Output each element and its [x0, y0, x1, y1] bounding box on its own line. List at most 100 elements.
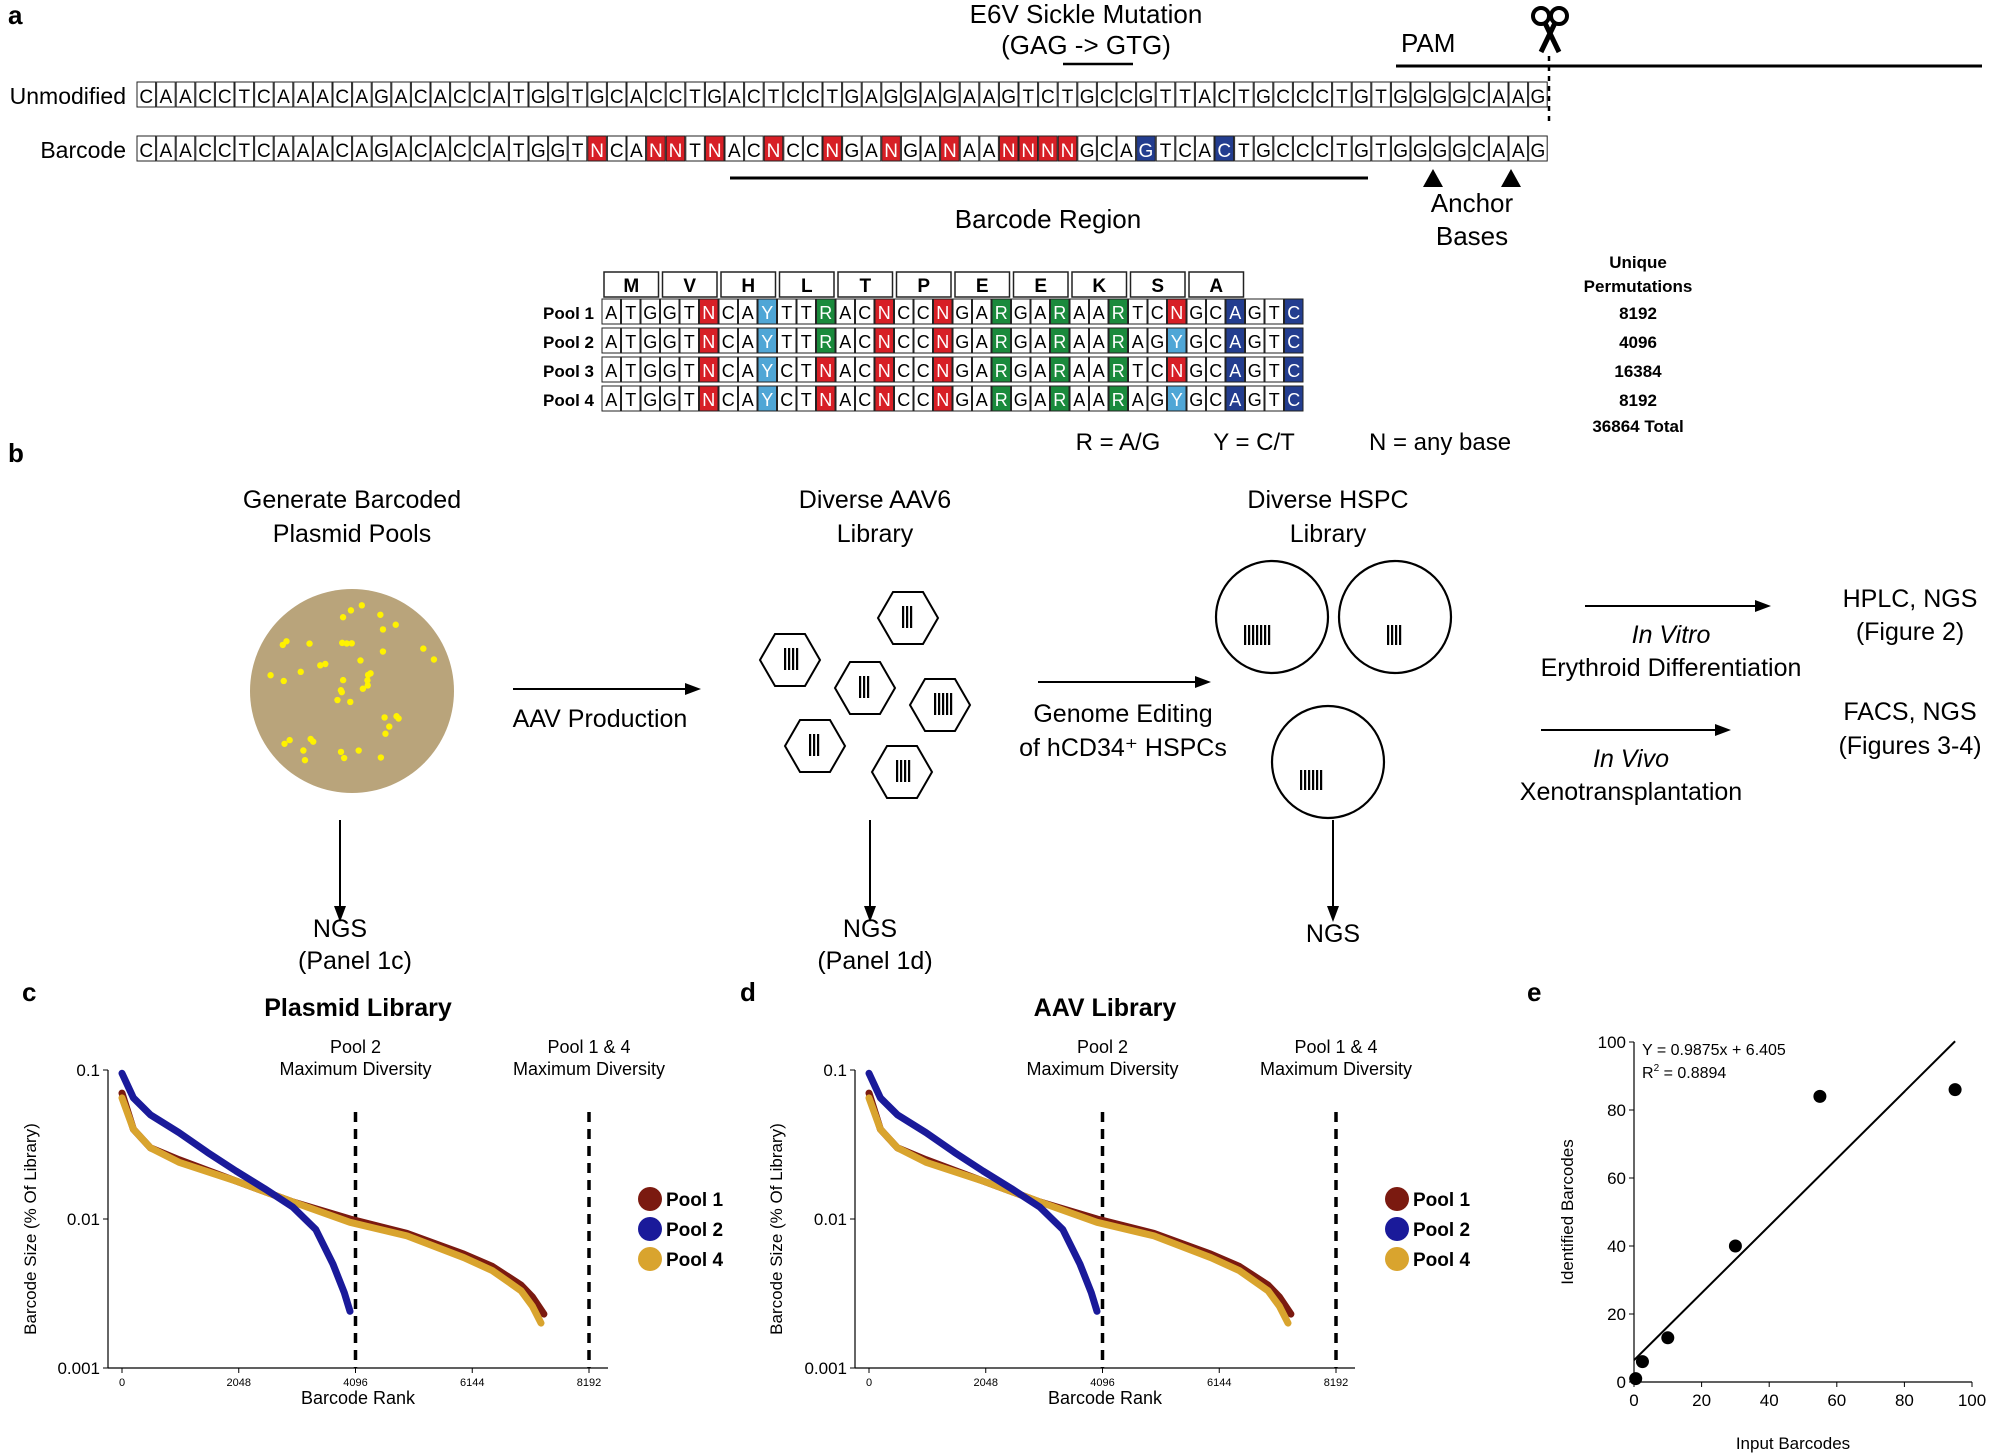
barcode-base: C	[1296, 141, 1310, 162]
step2-title-line1: Diverse AAV6	[799, 486, 951, 514]
unmodified-base: G	[1393, 87, 1408, 108]
amino-acid-box	[954, 271, 1011, 298]
pool-cell	[1284, 356, 1304, 383]
barcode-cell	[528, 135, 549, 162]
pool-cell	[952, 298, 972, 325]
unmodified-base: C	[453, 87, 467, 108]
pool-base: A	[605, 332, 617, 352]
barcode-cell	[1351, 135, 1372, 162]
pool-cell	[1167, 327, 1187, 354]
mutation-label-line2: (GAG -> GTG)	[1001, 30, 1171, 60]
pool-base: Y	[1171, 332, 1183, 352]
y-tick-label: 0.01	[814, 1210, 847, 1229]
unmodified-base: G	[1452, 87, 1467, 108]
unmodified-cell	[567, 81, 588, 108]
pool-base: T	[684, 390, 695, 410]
max-diversity-label: Pool 2	[1077, 1037, 1128, 1057]
unmodified-base: C	[335, 87, 349, 108]
pool-cell	[660, 356, 680, 383]
barcode-base: A	[277, 141, 290, 162]
pool-cell	[874, 298, 894, 325]
barcode-cell	[998, 135, 1019, 162]
pool-base: C	[917, 361, 930, 381]
amino-acid-label: S	[1151, 276, 1164, 297]
panel-label-e: e	[1527, 977, 1541, 1007]
pool-cell	[1011, 385, 1031, 412]
step2-title-line2: Library	[837, 520, 914, 548]
barcode-base: C	[1100, 141, 1114, 162]
pool-label: Pool 1	[543, 304, 594, 323]
pool-base: A	[976, 361, 988, 381]
aav-capsid	[783, 719, 847, 773]
amino-acid-label: T	[859, 276, 871, 297]
pool-base: C	[1287, 332, 1300, 352]
pool-cell	[913, 298, 933, 325]
colony-dot	[334, 696, 341, 704]
pool-cell	[972, 298, 992, 325]
pool-cell	[621, 356, 641, 383]
unmodified-base: A	[983, 87, 996, 108]
barcode-cell	[254, 135, 274, 162]
pool-cell	[738, 298, 758, 325]
pool-cell	[1186, 356, 1206, 383]
cell-outline	[1270, 704, 1386, 820]
barcode-cell	[783, 135, 803, 162]
x-tick-label: 40	[1760, 1391, 1779, 1410]
barcode-bar	[1268, 625, 1271, 645]
y-axis-label: Identified Barcodes	[1558, 1139, 1577, 1285]
pool-base: N	[819, 361, 832, 381]
amino-acid-box	[1012, 271, 1069, 298]
barcode-base: C	[335, 141, 349, 162]
pool-cell	[679, 385, 699, 412]
unmodified-base: G	[1139, 87, 1154, 108]
barcode-bar	[908, 760, 911, 782]
barcode-base: T	[572, 141, 584, 162]
unmodified-base: T	[768, 87, 780, 108]
pool-base: G	[643, 303, 657, 323]
amino-acid-label: L	[801, 276, 813, 297]
barcode-cell	[214, 135, 235, 162]
pool-cell	[1264, 385, 1284, 412]
pool-cell	[913, 327, 933, 354]
pool-cell	[1030, 356, 1050, 383]
barcode-cell	[548, 135, 568, 162]
barcode-base: A	[297, 141, 310, 162]
pool-base: A	[976, 332, 988, 352]
barcode-base: G	[1256, 141, 1271, 162]
y-tick-label: 0.1	[823, 1061, 847, 1080]
row-label-barcode: Barcode	[40, 137, 126, 163]
aav-capsid	[870, 745, 934, 799]
pool-cell	[1147, 385, 1167, 412]
unmodified-cell	[1410, 81, 1431, 108]
barcode-cell	[175, 135, 196, 162]
pool-cell	[855, 298, 875, 325]
ngs1-line2: (Panel 1c)	[298, 947, 412, 975]
unmodified-cell	[234, 81, 255, 108]
pool-cell	[894, 356, 914, 383]
pool-cell	[933, 385, 953, 412]
unmodified-cell	[626, 81, 647, 108]
barcode-base: G	[845, 141, 860, 162]
pool-base: T	[1269, 390, 1280, 410]
barcode-base: C	[747, 141, 761, 162]
pool-base: G	[643, 390, 657, 410]
colony-dot	[267, 672, 274, 679]
barcode-base: A	[160, 141, 173, 162]
pool-base: T	[801, 390, 812, 410]
pool-cell	[738, 356, 758, 383]
barcode-cell	[332, 135, 353, 162]
unmodified-cell	[371, 81, 392, 108]
pool-cell	[1206, 298, 1226, 325]
barcode-cell	[1175, 135, 1195, 162]
pool-cell	[816, 327, 836, 354]
pool-cell	[796, 385, 816, 412]
barcode-cell	[352, 135, 372, 162]
pool-base: G	[643, 332, 657, 352]
pool-base: R	[1053, 390, 1066, 410]
pool-base: A	[1034, 332, 1046, 352]
barcode-cell	[763, 135, 784, 162]
barcode-bar	[942, 693, 945, 715]
y-tick-label: 0	[1617, 1373, 1626, 1392]
pool-base: T	[1132, 361, 1143, 381]
pool-base: A	[1229, 361, 1241, 381]
